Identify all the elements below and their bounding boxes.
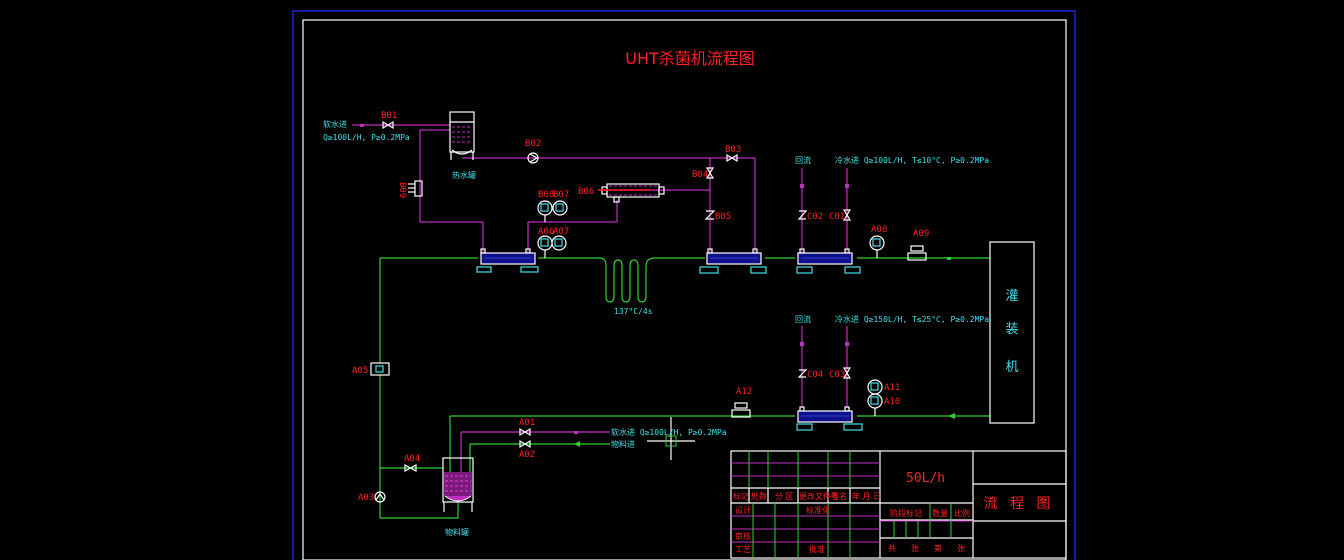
- trap-b09-icon: [408, 180, 423, 197]
- tb-drawing-name: 流 程 图: [984, 496, 1055, 512]
- return-label-2: 回流: [795, 314, 811, 324]
- tb-total: 共: [888, 544, 896, 553]
- pump-b02-icon: [527, 152, 539, 164]
- pump-a03-icon: [374, 491, 386, 503]
- control-valve-a09-icon: [907, 245, 927, 261]
- tb-header-signature: 签名: [831, 491, 847, 501]
- hot-water-tank-label: 热水罐: [452, 170, 476, 180]
- gauge-b08-icon: [537, 200, 553, 222]
- tb-sheet-no: 第: [934, 543, 942, 553]
- valve-c01-icon: [842, 209, 852, 221]
- heat-exchanger-4-icon: [796, 406, 863, 431]
- valve-a04-icon: [404, 463, 417, 473]
- valve-b01-icon: [382, 120, 394, 130]
- check-valve-c04-icon: [797, 369, 808, 378]
- soft-water-top-spec: Q≥100L/H, P≥0.2MPa: [323, 133, 410, 142]
- soft-water-top-label: 软水进: [323, 119, 347, 129]
- check-valve-b05-icon: [704, 210, 716, 220]
- valve-a01-icon: [519, 427, 531, 437]
- tb-scale: 比例: [954, 508, 970, 518]
- tag-b02: B02: [525, 139, 541, 149]
- return-label-1: 回流: [795, 155, 811, 165]
- drawing-title: UHT杀菌机流程图: [625, 49, 755, 68]
- tag-a05: A05: [352, 366, 368, 376]
- gauge-a06-icon: [537, 235, 553, 258]
- cad-crosshair: [647, 417, 695, 460]
- tb-review: 审核: [735, 531, 751, 541]
- tag-c01: C01: [829, 212, 845, 222]
- outer-frame: [292, 10, 1076, 560]
- tag-a03: A03: [358, 493, 374, 503]
- gauge-b07-icon: [552, 200, 568, 216]
- tag-b09: B09: [397, 182, 407, 198]
- material-tank-label: 物料罐: [445, 527, 469, 537]
- tag-a07: A07: [553, 227, 569, 237]
- valve-b04-icon: [705, 167, 715, 179]
- heat-exchanger-3-icon: [796, 248, 861, 274]
- filling-machine-char-1: 灌: [1005, 289, 1018, 304]
- hot-water-circuit: [352, 124, 849, 480]
- tb-header-change-doc: 更改文件号: [799, 491, 839, 501]
- check-valve-c02-icon: [797, 210, 808, 220]
- valve-b03-icon: [726, 153, 738, 163]
- product-line: [379, 257, 990, 519]
- tag-b08: B08: [538, 190, 554, 200]
- flowmeter-a05-icon: [370, 362, 390, 376]
- tag-c02: C02: [807, 212, 823, 222]
- tag-a01: A01: [519, 418, 535, 428]
- tag-b05: B05: [715, 212, 731, 222]
- gauge-a08-icon: [869, 235, 885, 258]
- filling-machine-char-3: 机: [1005, 360, 1018, 375]
- filling-machine: [989, 241, 1035, 424]
- tag-a12: A12: [736, 387, 752, 397]
- tag-b03: B03: [725, 145, 741, 155]
- tb-process: 工艺: [735, 545, 751, 554]
- tag-b01: B01: [381, 111, 397, 121]
- tb-approve: 批准: [809, 544, 825, 554]
- holding-tube-label: 137°C/4s: [614, 307, 653, 316]
- inner-frame: [302, 19, 1067, 560]
- tb-sheets-2: 张: [957, 544, 965, 553]
- tag-b06: B06: [578, 187, 594, 197]
- material-in-label: 物料进: [611, 439, 635, 449]
- filling-machine-char-2: 装: [1005, 322, 1018, 337]
- hot-water-tank: [449, 111, 475, 160]
- title-block: [730, 450, 1067, 559]
- tag-a04: A04: [404, 454, 420, 464]
- gauge-a07-icon: [551, 235, 567, 251]
- cold-water-label-2: 冷水进 Q≥150L/H, T≤25°C, P≥0.2MPa: [835, 314, 989, 324]
- tag-c04: C04: [807, 370, 823, 380]
- tag-a10: A10: [884, 397, 900, 407]
- tb-header-zone: 分 区: [775, 492, 794, 501]
- tb-stage-mark: 阶段标记: [890, 508, 922, 518]
- tb-quantity: 数量: [932, 508, 948, 518]
- tag-c03: C03: [829, 370, 845, 380]
- gauge-a11-icon: [867, 379, 883, 395]
- heat-exchanger-2-icon: [699, 248, 767, 274]
- valve-a02-icon: [519, 439, 531, 449]
- soft-water-bottom-label: 软水进 Q≥100L/H, P≥0.2MPa: [611, 427, 727, 437]
- heat-exchanger-1-icon: [476, 248, 539, 273]
- tb-design: 设计: [735, 505, 751, 515]
- tb-header-mark: 标记: [733, 491, 749, 501]
- tb-capacity: 50L/h: [906, 471, 945, 486]
- material-tank-icon: [442, 457, 474, 512]
- tb-sheets-1: 张: [911, 544, 919, 553]
- gauge-a10-icon: [867, 393, 883, 416]
- cold-water-label-1: 冷水进 Q≥100L/H, T≤10°C, P≥0.2MPa: [835, 155, 989, 165]
- control-valve-a12-icon: [731, 402, 751, 418]
- tb-header-count: 处数: [751, 491, 767, 501]
- tb-header-date: 年.月.日: [852, 491, 881, 501]
- tb-standardization: 标准化: [806, 505, 830, 515]
- tag-b04: B04: [692, 170, 708, 180]
- tag-a06: A06: [538, 227, 554, 237]
- tag-a11: A11: [884, 383, 900, 393]
- tag-a02: A02: [519, 450, 535, 460]
- tag-a09: A09: [913, 229, 929, 239]
- tag-a08: A08: [871, 225, 887, 235]
- steam-heater-b06-icon: [598, 183, 665, 203]
- tag-b07: B07: [553, 190, 569, 200]
- valve-c03-icon: [842, 367, 852, 379]
